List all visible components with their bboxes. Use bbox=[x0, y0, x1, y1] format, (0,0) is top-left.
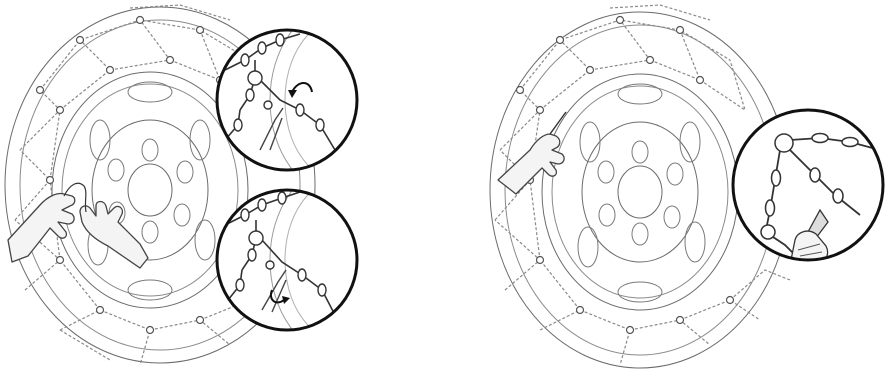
callout-ring-and-tensioner bbox=[733, 110, 883, 268]
left-hand-icon bbox=[8, 193, 75, 262]
callout-hook-step-2 bbox=[217, 165, 410, 355]
chain-end bbox=[550, 112, 566, 134]
